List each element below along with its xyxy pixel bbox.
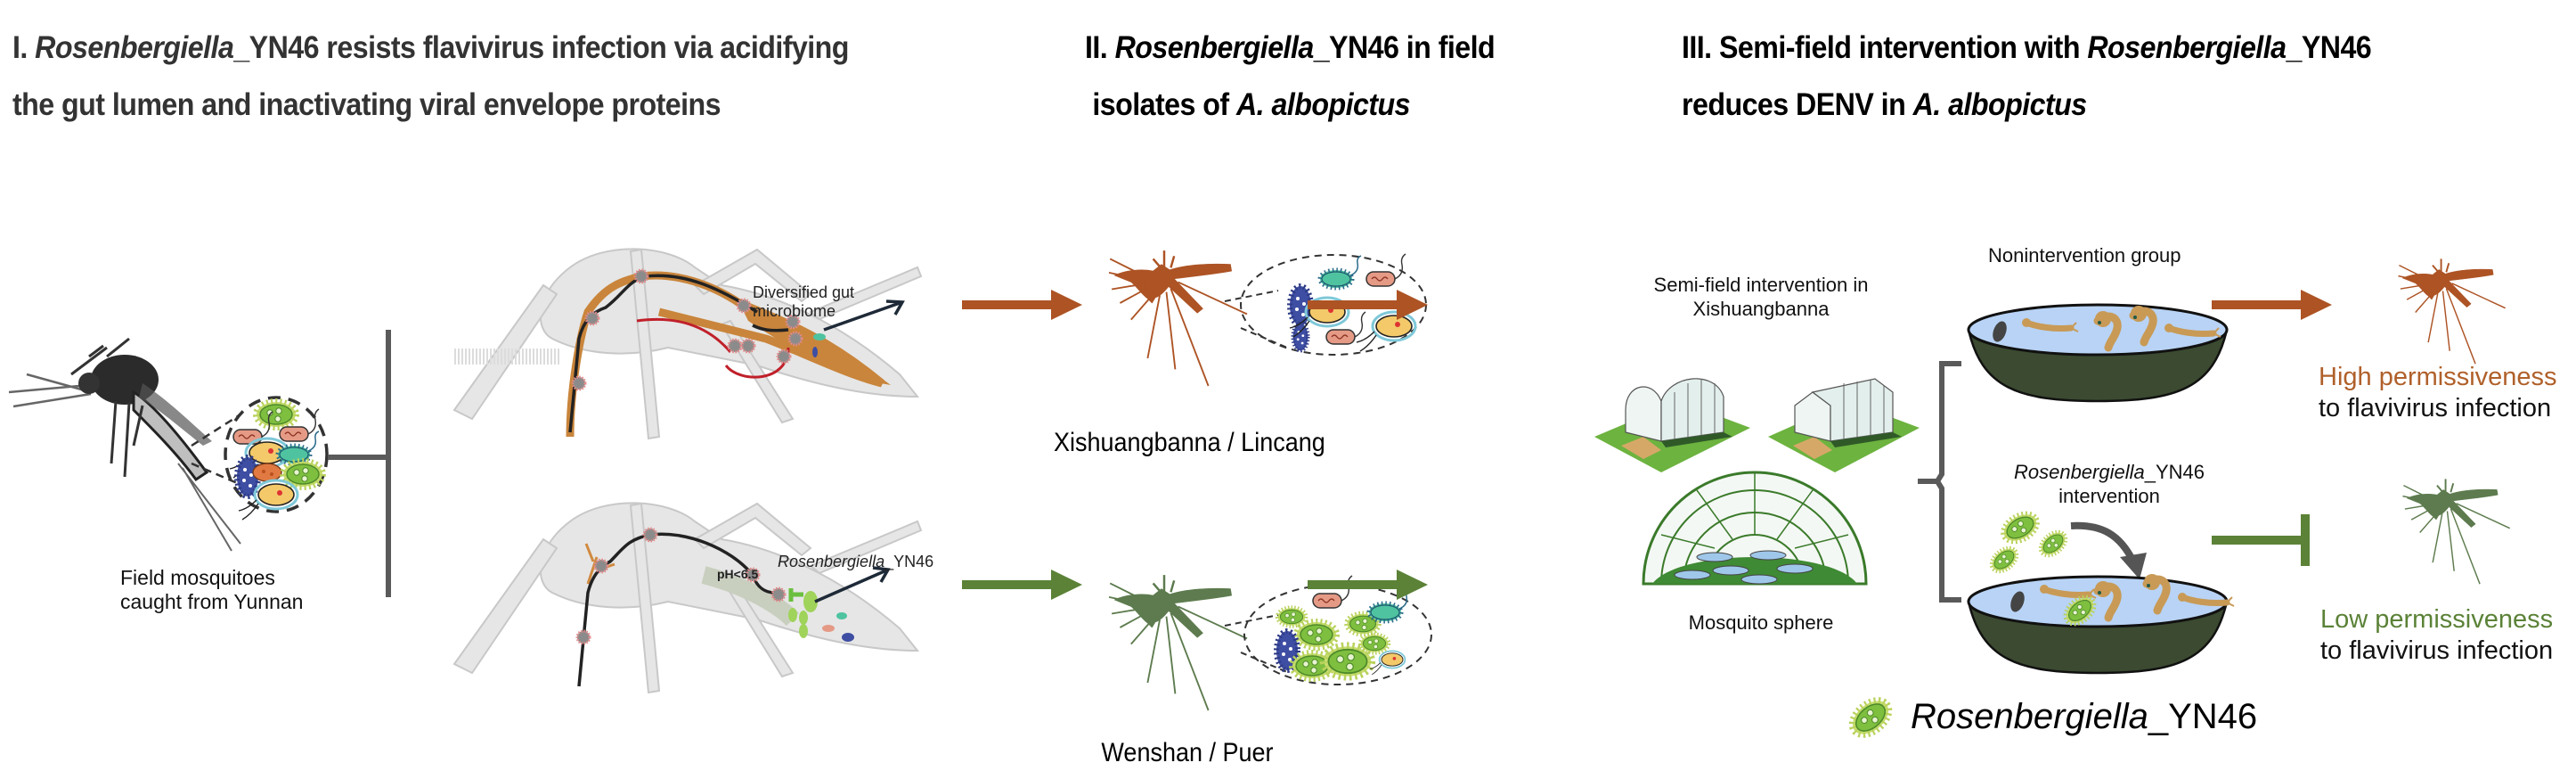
branch-bracket <box>328 330 391 597</box>
field-mosquitoes-label: Field mosquitoes caught from Yunnan <box>120 566 304 613</box>
bacterium-icon <box>1844 691 1897 744</box>
arrow-high-permissive-1 <box>962 290 1082 320</box>
intervention-label: Rosenbergiella_YN46 intervention <box>2013 461 2205 507</box>
ph-label: pH<6.5 <box>717 567 759 581</box>
bacterium-icon <box>257 402 296 427</box>
gut-microbiome-callout <box>224 396 329 513</box>
mosquito-icon-low <box>2401 478 2511 586</box>
field-mosquito-illustration <box>8 337 329 552</box>
mosquito-icon-green <box>1107 573 1249 712</box>
arrow-low-permissive-2 <box>1308 570 1428 600</box>
nonintervention-label: Nonintervention group <box>1988 244 2181 266</box>
greenhouse-icon <box>1594 378 1750 472</box>
bacterium-icon <box>1988 545 2020 576</box>
bacterium-icon <box>252 463 282 482</box>
section-1-title: I. Rosenbergiella_YN46 resists flaviviru… <box>12 20 849 134</box>
section-2-title-line1: II. Rosenbergiella_YN46 in field <box>1085 30 1496 65</box>
section-2-title: II. Rosenbergiella_YN46 in field isolate… <box>1085 20 1496 134</box>
group-brace <box>1918 361 1961 603</box>
section-3-title: III. Semi-field intervention with Rosenb… <box>1682 20 2372 134</box>
semi-field-label: Semi-field intervention in Xishuangbanna <box>1653 274 1869 320</box>
section-3-title-line2: reduces DENV in A. albopictus <box>1682 87 2087 122</box>
mosquito-sphere-icon <box>1642 471 1868 586</box>
gut-diagram-diverse <box>452 248 923 440</box>
larval-basin-nonintervention <box>1967 303 2229 403</box>
curved-arrow-icon <box>2070 521 2137 563</box>
larval-basin-intervention <box>1967 575 2231 675</box>
microbiome-callout <box>1243 584 1432 685</box>
diversified-gut-label: Diversified gut microbiome <box>753 283 855 320</box>
bacterium-icon <box>2000 509 2042 546</box>
arrow-high-permissive-2 <box>1308 290 1428 320</box>
green-mosquito-with-microbiome <box>1107 573 1432 712</box>
arrow-low-permissive-1 <box>962 570 1082 600</box>
section-1-title-line2: the gut lumen and inactivating viral env… <box>12 87 721 122</box>
yn46-addition-illustration <box>1986 508 2147 579</box>
location-label-top: Xishuangbanna / Lincang <box>1054 428 1325 457</box>
high-outcome-label: High permissiveness to flavivirus infect… <box>2319 363 2557 422</box>
legend-label: Rosenbergiella_YN46 <box>1911 697 2258 736</box>
location-label-bottom: Wenshan / Puer <box>1101 738 1274 767</box>
greenhouse-and-sphere-illustration <box>1594 378 1920 586</box>
low-outcome-label: Low permissiveness to flavivirus infecti… <box>2320 605 2554 665</box>
mosquito-sphere-label: Mosquito sphere <box>1688 611 1834 634</box>
yn46-gut-label: Rosenbergiella_YN46 <box>778 553 934 570</box>
mosquito-icon-orange <box>1107 249 1249 388</box>
section-2-title-line2: isolates of A. albopictus <box>1085 87 1410 122</box>
arrow-high-permissive-3 <box>2212 290 2332 320</box>
section-1-title-line1: I. Rosenbergiella_YN46 resists flaviviru… <box>12 30 849 65</box>
gut-diagram-yn46 <box>452 502 923 694</box>
orange-mosquito-with-microbiome <box>1107 249 1427 388</box>
greenhouse-icon <box>1768 378 1920 472</box>
mosquito-icon-high <box>2397 258 2507 365</box>
section-3-title-line1: III. Semi-field intervention with Rosenb… <box>1682 30 2372 65</box>
bacterium-icon <box>2037 529 2069 560</box>
field-mosquito-icon <box>8 337 241 552</box>
inhibition-bar <box>2212 514 2310 566</box>
